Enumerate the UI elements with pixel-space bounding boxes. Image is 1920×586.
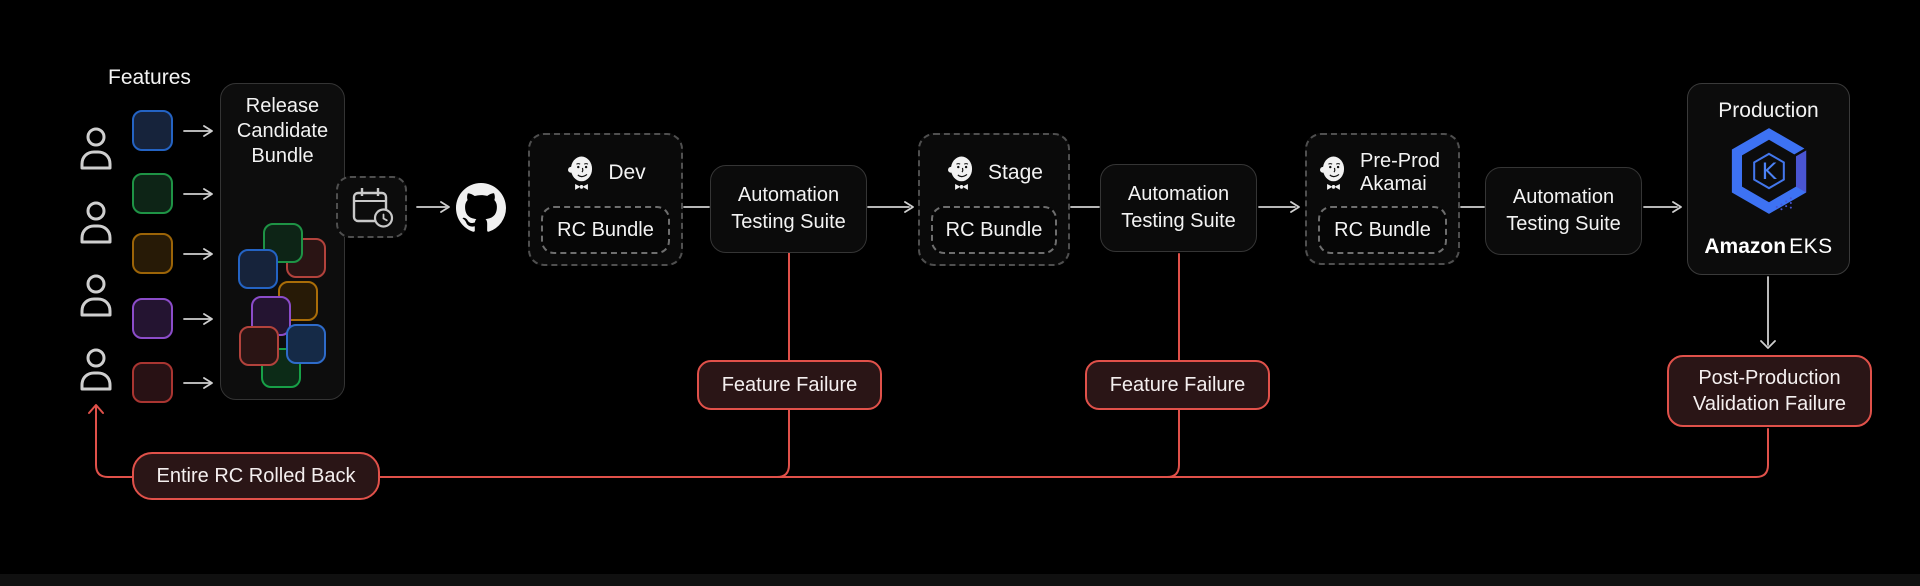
production-title: Production <box>1718 99 1819 122</box>
stage-label: Stage <box>988 161 1043 184</box>
entire-rc-rolled-back-label: Entire RC Rolled Back <box>156 465 356 487</box>
github-icon <box>456 183 506 232</box>
jenkins-icon <box>1317 154 1350 193</box>
jenkins-icon <box>565 154 598 193</box>
amazon-word: Amazon <box>1704 235 1787 258</box>
feature-square-amber <box>132 233 173 274</box>
developer-icon <box>79 348 113 391</box>
red-rollback-lines <box>88 252 1769 478</box>
automation-testing-suite-1: Automation Testing Suite <box>710 165 867 253</box>
automation-testing-suite-1-label: Automation Testing Suite <box>731 184 846 233</box>
feature-square-red <box>132 362 173 403</box>
developer-icon <box>79 274 113 317</box>
stage-environment-box: Stage RC Bundle <box>918 133 1070 266</box>
bundle-square <box>239 326 279 366</box>
dev-label: Dev <box>608 161 646 184</box>
svg-text:K: K <box>1761 159 1777 185</box>
dev-rc-bundle-box: RC Bundle <box>541 206 670 254</box>
rollback-trunk <box>95 405 1769 478</box>
stage-rc-bundle-label: RC Bundle <box>945 218 1043 241</box>
dev-rc-bundle-label: RC Bundle <box>557 218 654 241</box>
entire-rc-rolled-back-box: Entire RC Rolled Back <box>132 452 380 500</box>
dev-environment-box: Dev RC Bundle <box>528 133 683 266</box>
stage-rc-bundle-box: RC Bundle <box>931 206 1057 254</box>
bottom-strip <box>0 574 1920 586</box>
rollback-arrow-head <box>88 404 104 414</box>
eks-word: EKS <box>1789 235 1833 258</box>
jenkins-icon <box>945 154 978 193</box>
amazon-eks-logo: K <box>1731 128 1808 214</box>
post-production-validation-failure-box: Post-Production Validation Failure <box>1667 355 1872 427</box>
gray-flow-lines <box>183 125 1776 389</box>
feature-square-green <box>132 173 173 214</box>
developer-icon <box>79 201 113 244</box>
feature-square-purple <box>132 298 173 339</box>
dev-failure-drop <box>776 252 790 478</box>
preprod-environment-box: Pre-Prod Akamai RC Bundle <box>1305 133 1460 265</box>
release-candidate-bundle-box: Release Candidate Bundle <box>220 83 345 400</box>
automation-testing-suite-3: Automation Testing Suite <box>1485 167 1642 255</box>
feature-failure-box-2: Feature Failure <box>1085 360 1270 410</box>
automation-testing-suite-3-label: Automation Testing Suite <box>1506 186 1621 235</box>
bundle-square <box>286 324 326 364</box>
release-candidate-bundle-title: Release Candidate Bundle <box>236 95 329 167</box>
preprod-rc-bundle-label: RC Bundle <box>1334 218 1431 241</box>
automation-testing-suite-2: Automation Testing Suite <box>1100 164 1257 252</box>
post-production-validation-failure-label: Post-Production Validation Failure <box>1692 367 1847 415</box>
feature-failure-box-1: Feature Failure <box>697 360 882 410</box>
feature-failure-1-label: Feature Failure <box>721 374 858 396</box>
stage-failure-drop <box>1166 253 1180 478</box>
preprod-label: Pre-Prod Akamai <box>1360 150 1441 195</box>
feature-square-blue <box>132 110 173 151</box>
release-schedule-box <box>336 176 407 238</box>
feature-failure-2-label: Feature Failure <box>1109 374 1246 396</box>
arrow-heads <box>203 125 1776 389</box>
automation-testing-suite-2-label: Automation Testing Suite <box>1121 183 1236 232</box>
calendar-clock-icon <box>352 188 393 228</box>
features-title: Features <box>108 66 191 89</box>
bundle-square <box>263 223 303 263</box>
developer-icon <box>79 127 113 170</box>
preprod-rc-bundle-box: RC Bundle <box>1318 206 1447 254</box>
bundle-square <box>238 249 278 289</box>
